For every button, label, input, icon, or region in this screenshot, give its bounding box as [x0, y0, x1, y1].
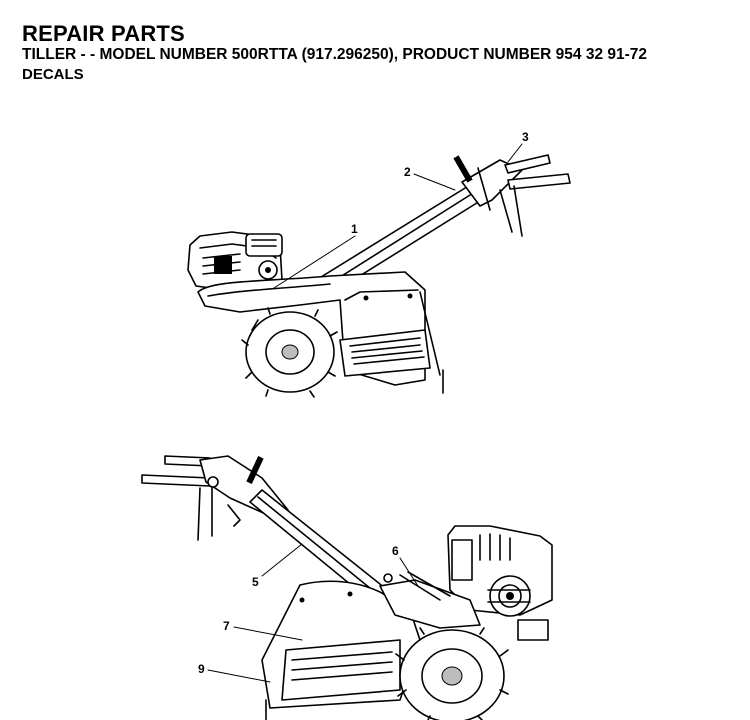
tiller-illustration-bottom: [141, 455, 553, 720]
tiller-illustration-top: [187, 154, 571, 398]
callout-6: 6: [392, 544, 399, 558]
callout-1: 1: [351, 222, 358, 236]
callout-3: 3: [522, 130, 529, 144]
callout-9: 9: [198, 662, 205, 676]
callout-2: 2: [404, 165, 411, 179]
model-subtitle: TILLER - - MODEL NUMBER 500RTTA (917.296…: [22, 46, 648, 63]
callouts-top: 1 2 3: [273, 130, 529, 289]
callout-5: 5: [252, 575, 259, 589]
page-title: REPAIR PARTS: [22, 21, 185, 46]
section-label: DECALS: [22, 66, 84, 83]
callout-7: 7: [223, 619, 230, 633]
callouts-bottom: 5 6 7 9: [198, 543, 419, 683]
